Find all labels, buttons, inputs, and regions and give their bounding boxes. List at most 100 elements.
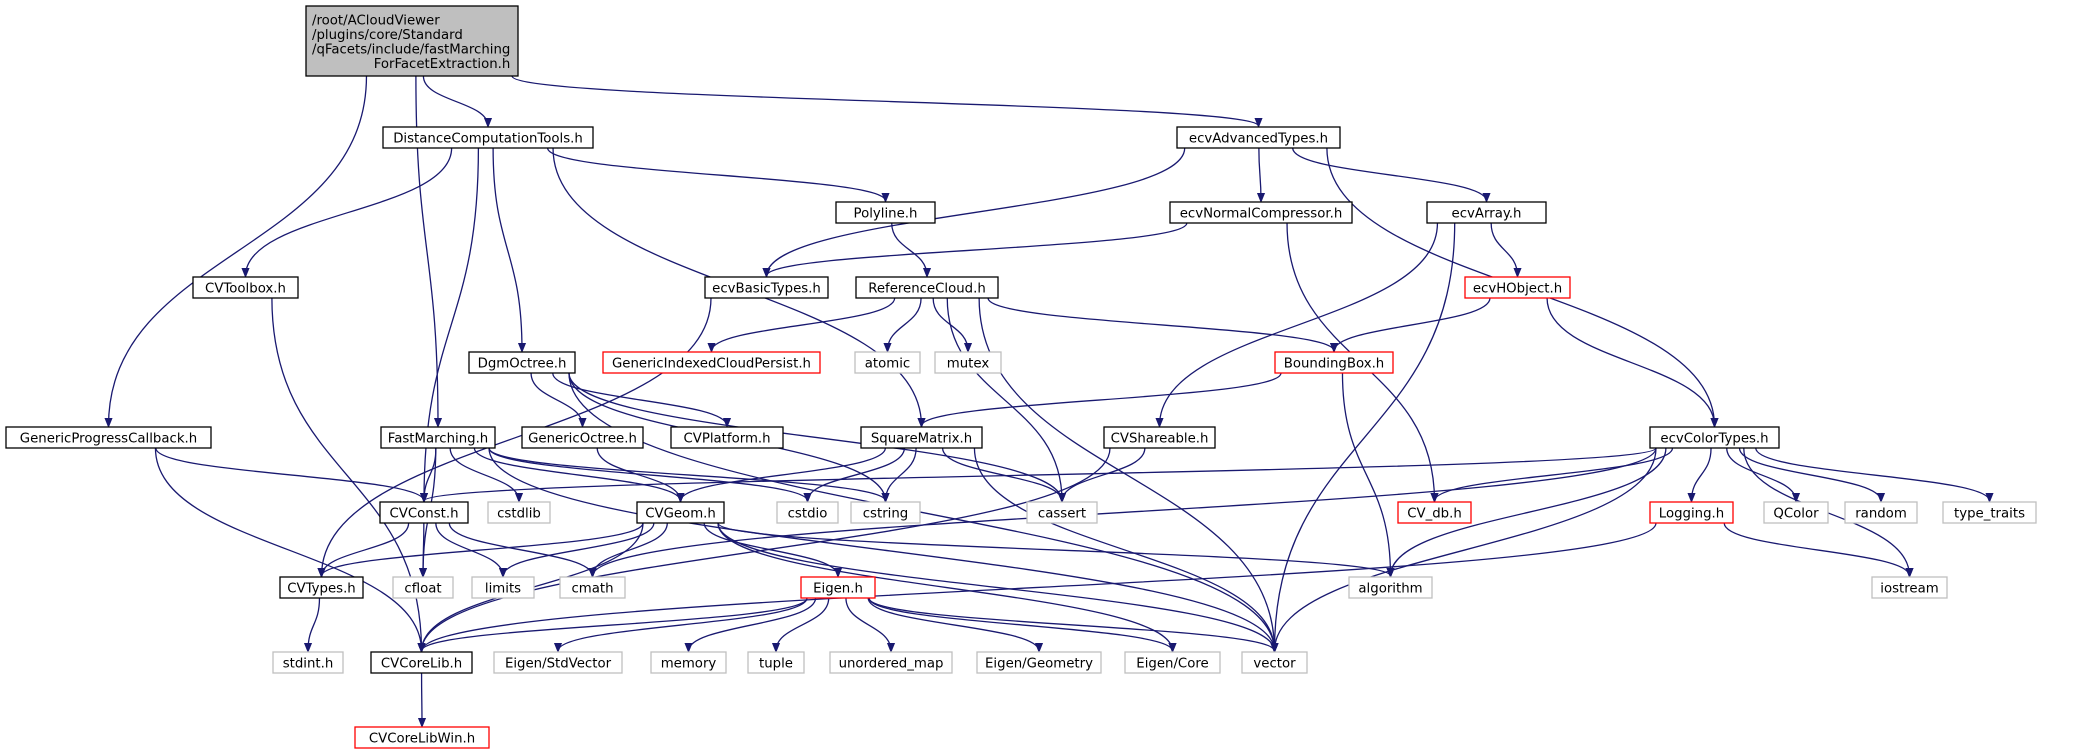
node-logging[interactable]: Logging.h xyxy=(1649,501,1734,524)
node-ecvnormalcompressor[interactable]: ecvNormalCompressor.h xyxy=(1169,201,1353,224)
edge xyxy=(891,222,927,276)
node-box xyxy=(1649,501,1734,524)
node-cvtoolbox[interactable]: CVToolbox.h xyxy=(192,276,299,299)
edge-distancecomputationtools-to-dgmoctree xyxy=(492,147,522,351)
node-label: cstdlib xyxy=(497,507,541,522)
node-box xyxy=(305,5,519,77)
node-root[interactable]: /root/ACloudViewer/plugins/core/Standard… xyxy=(305,5,519,77)
node-ecvbasictypes[interactable]: ecvBasicTypes.h xyxy=(704,276,829,299)
edge-ecvcolortypes-to-cv-db xyxy=(1435,447,1674,501)
node-label: /qFacets/include/fastMarching xyxy=(312,42,510,57)
node-box xyxy=(468,351,576,374)
node-label: cassert xyxy=(1038,507,1086,522)
node-squarematrix[interactable]: SquareMatrix.h xyxy=(860,426,983,449)
edge xyxy=(423,522,424,576)
node-polyline[interactable]: Polyline.h xyxy=(835,201,936,224)
node-box xyxy=(379,501,469,524)
edge-cvtypes-to-stdint xyxy=(308,597,321,651)
node-label: ReferenceCloud.h xyxy=(868,282,986,297)
edge-squarematrix-to-cstring xyxy=(886,447,917,501)
node-label: Logging.h xyxy=(1659,507,1724,522)
edge-eigen-to-unordered-map xyxy=(845,597,891,651)
node-label: mutex xyxy=(947,357,990,372)
node-label: vector xyxy=(1253,657,1296,672)
edge-eigen-to-tuple xyxy=(776,597,830,651)
node-box xyxy=(279,576,364,599)
node-cvtypes[interactable]: CVTypes.h xyxy=(279,576,364,599)
node-label: cfloat xyxy=(404,582,441,597)
edge xyxy=(546,147,886,201)
node-box xyxy=(493,651,623,674)
node-dgmoctree[interactable]: DgmOctree.h xyxy=(468,351,576,374)
node-ecvarray[interactable]: ecvArray.h xyxy=(1426,201,1547,224)
node-label: GenericProgressCallback.h xyxy=(20,432,197,447)
node-box xyxy=(854,351,921,374)
node-cmath: cmath xyxy=(559,576,626,599)
node-cv-db[interactable]: CV_db.h xyxy=(1397,501,1472,524)
node-ecvhobject[interactable]: ecvHObject.h xyxy=(1464,276,1571,299)
edge-cvgeom-to-eigencore xyxy=(717,522,1173,651)
edge xyxy=(422,522,1657,651)
node-ecvadvancedtypes[interactable]: ecvAdvancedTypes.h xyxy=(1176,126,1341,149)
edge xyxy=(767,222,1188,276)
edge xyxy=(868,597,1275,651)
node-cvcorelibwin[interactable]: CVCoreLibWin.h xyxy=(354,726,490,749)
node-genericprogresscallback[interactable]: GenericProgressCallback.h xyxy=(5,426,212,449)
node-genericoctree[interactable]: GenericOctree.h xyxy=(521,426,644,449)
node-cvplatform[interactable]: CVPlatform.h xyxy=(670,426,784,449)
node-box xyxy=(559,576,626,599)
node-fastmarching[interactable]: FastMarching.h xyxy=(380,426,496,449)
edge xyxy=(503,522,655,576)
node-label: cstdio xyxy=(788,507,828,522)
node-type-traits: type_traits xyxy=(1942,501,2037,524)
edge-ecvarray-to-ecvhobject xyxy=(1490,222,1517,276)
edge xyxy=(1435,447,1674,501)
node-ecvcolortypes[interactable]: ecvColorTypes.h xyxy=(1649,426,1780,449)
edge-fastmarching-to-cvgeom xyxy=(473,447,680,501)
node-cvcorelib[interactable]: CVCoreLib.h xyxy=(370,651,473,674)
node-referencecloud[interactable]: ReferenceCloud.h xyxy=(855,276,999,299)
node-box xyxy=(829,651,953,674)
edge xyxy=(1062,447,1146,501)
node-cvshareable[interactable]: CVShareable.h xyxy=(1103,426,1216,449)
edge xyxy=(1723,522,1909,576)
edge xyxy=(155,447,424,501)
node-box xyxy=(1426,201,1547,224)
node-label: CVCoreLibWin.h xyxy=(369,732,475,747)
node-label: atomic xyxy=(865,357,910,372)
node-cvconst[interactable]: CVConst.h xyxy=(379,501,469,524)
edge-distancecomputationtools-to-cvtoolbox xyxy=(246,147,453,276)
edge xyxy=(448,522,592,576)
edge-cvgeom-to-vector xyxy=(717,522,1275,651)
edge-eigen-to-vector xyxy=(868,597,1275,651)
node-label: CVTypes.h xyxy=(287,582,356,597)
edge-fastmarching-to-cstdlib xyxy=(449,447,519,501)
edge-dgmoctree-to-vector xyxy=(568,372,1275,651)
node-genericindexedcloudpersist[interactable]: GenericIndexedCloudPersist.h xyxy=(602,351,821,374)
node-label: Eigen/Core xyxy=(1136,657,1208,672)
node-box xyxy=(855,276,999,299)
node-box xyxy=(776,501,839,524)
edge xyxy=(530,372,582,426)
node-distancecomputationtools[interactable]: DistanceComputationTools.h xyxy=(382,126,594,149)
edge xyxy=(449,447,519,501)
node-label: CVShareable.h xyxy=(1111,432,1209,447)
edge xyxy=(845,597,891,651)
edge xyxy=(776,597,830,651)
edge xyxy=(717,522,1173,651)
node-iostream: iostream xyxy=(1871,576,1948,599)
node-cvgeom[interactable]: CVGeom.h xyxy=(636,501,725,524)
edge xyxy=(717,522,1275,651)
edge xyxy=(973,447,1274,651)
node-box xyxy=(602,351,821,374)
edge xyxy=(322,522,644,576)
node-label: cstring xyxy=(863,507,908,522)
node-eigen[interactable]: Eigen.h xyxy=(800,576,876,599)
node-label: QColor xyxy=(1773,507,1819,522)
node-boundingbox[interactable]: BoundingBox.h xyxy=(1274,351,1394,374)
edge-eigen-to-eigenstdvector xyxy=(558,597,808,651)
edge xyxy=(712,297,896,351)
edge xyxy=(568,372,1062,501)
edge-root-to-genericprogresscallback xyxy=(109,75,368,426)
edge xyxy=(308,597,321,651)
